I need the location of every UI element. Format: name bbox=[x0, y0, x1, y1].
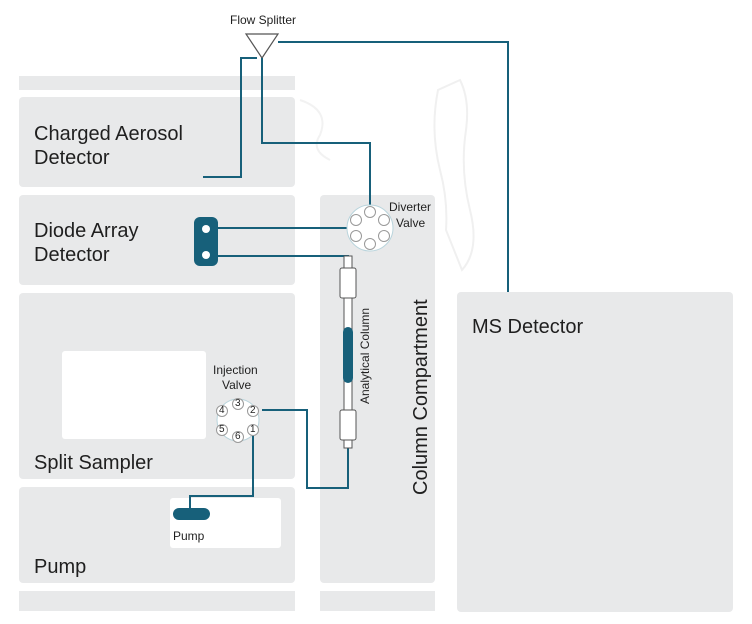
pump-unit-panel bbox=[170, 498, 281, 548]
tubing-splitter-to-ms bbox=[278, 41, 509, 292]
injection-port-6: 6 bbox=[235, 431, 241, 442]
flow-cell-icon bbox=[194, 217, 218, 266]
diode-array-detector-module bbox=[19, 195, 295, 285]
charged-aerosol-label-2: Detector bbox=[34, 147, 110, 169]
tubing-splitter-to-cad bbox=[203, 57, 257, 178]
diverter-valve-icon bbox=[346, 204, 394, 252]
charged-aerosol-detector-module bbox=[19, 97, 295, 187]
sampler-tray bbox=[62, 351, 206, 439]
injection-port-1: 1 bbox=[250, 424, 256, 435]
split-sampler-label: Split Sampler bbox=[34, 452, 153, 474]
column-compartment-label: Column Compartment bbox=[410, 299, 432, 495]
analytical-column bbox=[339, 255, 357, 449]
analytical-column-label: Analytical Column bbox=[358, 307, 372, 404]
diverter-valve-label-2: Valve bbox=[396, 216, 426, 230]
charged-aerosol-label-1: Charged Aerosol bbox=[34, 123, 183, 145]
injection-port-4: 4 bbox=[219, 405, 225, 416]
flow-splitter-icon bbox=[244, 33, 280, 60]
injection-valve-icon bbox=[216, 398, 260, 443]
top-bar bbox=[19, 76, 295, 90]
tubing-column-to-injection bbox=[262, 409, 349, 489]
tubing-pump-to-injection bbox=[189, 430, 254, 512]
ms-detector-module bbox=[457, 292, 733, 612]
flow-splitter-label: Flow Splitter bbox=[230, 13, 297, 27]
pump-icon bbox=[173, 508, 210, 520]
ms-detector-label: MS Detector bbox=[472, 316, 584, 338]
injection-valve-label-2: Valve bbox=[222, 378, 252, 392]
injection-port-5: 5 bbox=[219, 424, 225, 435]
injection-valve-label-1: Injection bbox=[213, 363, 258, 377]
pump-module-label: Pump bbox=[34, 556, 87, 578]
injection-port-3: 3 bbox=[235, 398, 241, 409]
bottom-bar-left bbox=[19, 591, 295, 611]
column-compartment-module bbox=[320, 195, 435, 583]
tubing-splitter-to-diverter bbox=[261, 58, 371, 210]
pump-label: Pump bbox=[173, 529, 205, 543]
diode-array-label-2: Detector bbox=[34, 244, 110, 266]
bottom-bar-column bbox=[320, 591, 435, 611]
diverter-valve-label-1: Diverter bbox=[389, 200, 432, 214]
diode-array-label-1: Diode Array bbox=[34, 220, 139, 242]
tubing-dad-to-column bbox=[214, 255, 349, 262]
injection-port-2: 2 bbox=[250, 405, 256, 416]
